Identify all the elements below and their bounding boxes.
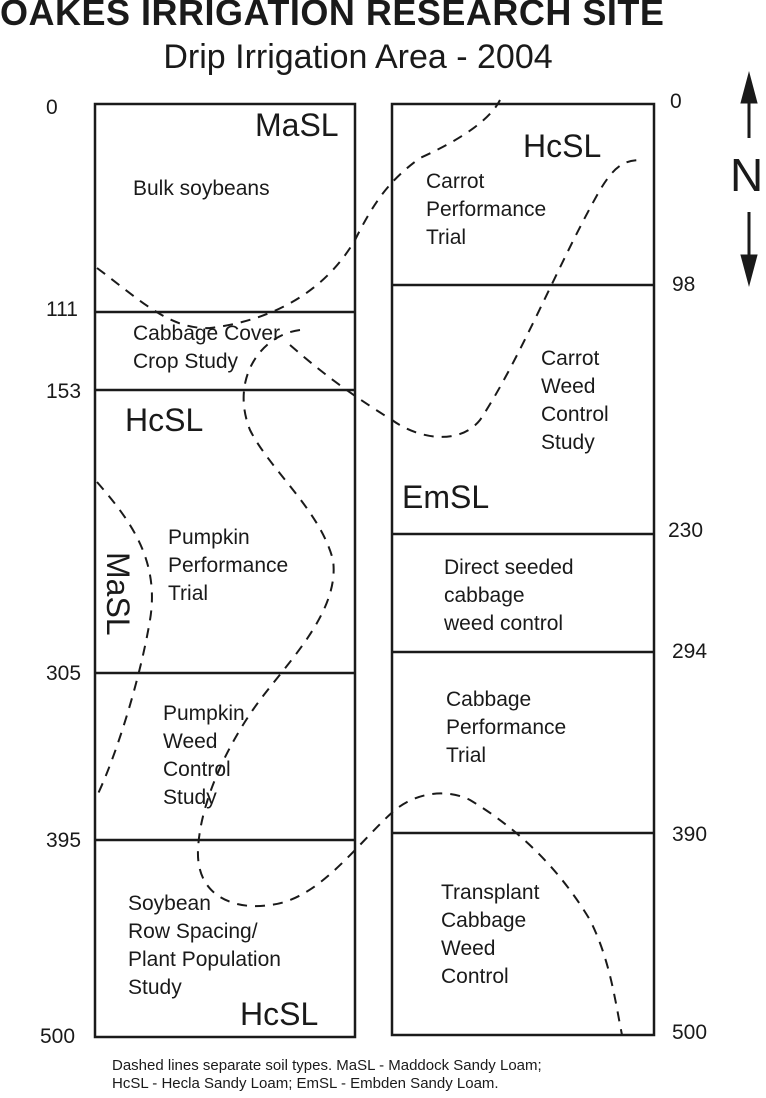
plot-label-line: Control bbox=[163, 758, 231, 781]
plot-label-line: Weed bbox=[163, 730, 218, 753]
north-arrow-icon bbox=[740, 71, 758, 287]
north-label: N bbox=[730, 149, 764, 201]
plot-label-line: Control bbox=[541, 403, 609, 426]
plot-label-line: Direct seeded bbox=[444, 556, 574, 579]
plot-label-line: Performance bbox=[446, 716, 567, 739]
plot-label-line: Cabbage Cover bbox=[133, 322, 281, 345]
page-title: OAKES IRRIGATION RESEARCH SITE bbox=[0, 0, 665, 33]
plot-label-line: cabbage bbox=[444, 584, 525, 607]
plot-label-line: Trial bbox=[168, 582, 209, 605]
right-tick-294: 294 bbox=[672, 640, 708, 663]
right-tick-500: 500 bbox=[672, 1021, 708, 1044]
right-tick-390: 390 bbox=[672, 823, 708, 846]
left-tick-153: 153 bbox=[46, 380, 82, 403]
plot-label-line: Trial bbox=[426, 226, 467, 249]
left-tick-0: 0 bbox=[46, 96, 58, 119]
plot-label-line: Trial bbox=[446, 744, 487, 767]
soil-boundary-central bbox=[196, 329, 623, 1036]
plot-label-line: Control bbox=[441, 965, 509, 988]
plot-label-line: Row Spacing/ bbox=[128, 920, 258, 943]
plot-direct-seeded-cabbage: Direct seeded cabbage weed control bbox=[444, 554, 574, 638]
soil-boundary-upper bbox=[96, 99, 501, 330]
plot-label-line: Carrot bbox=[541, 347, 600, 370]
page-subtitle: Drip Irrigation Area - 2004 bbox=[163, 38, 553, 76]
plot-bulk-soybeans: Bulk soybeans bbox=[133, 175, 270, 203]
left-tick-111: 111 bbox=[46, 298, 78, 321]
right-column-frame bbox=[390, 102, 656, 1037]
plot-label-line: Pumpkin bbox=[163, 702, 245, 725]
soil-boundary-middle-right bbox=[289, 159, 643, 438]
left-column-frame bbox=[93, 102, 357, 1039]
soil-label-hcsl-left: HcSL bbox=[125, 402, 204, 438]
soil-boundary-left-lower bbox=[94, 481, 153, 801]
plot-label-line: Plant Population bbox=[128, 948, 281, 971]
plot-carrot-performance: Carrot Performance Trial bbox=[426, 168, 546, 252]
plot-label-line: Soybean bbox=[128, 892, 211, 915]
plot-label-line: Study bbox=[541, 431, 595, 454]
plot-label-line: Performance bbox=[168, 554, 289, 577]
soil-label-masl-top: MaSL bbox=[255, 107, 339, 143]
plot-pumpkin-weed-control: Pumpkin Weed Control Study bbox=[163, 700, 245, 812]
plot-label-line: Transplant bbox=[441, 881, 540, 904]
plot-label-line: weed control bbox=[444, 612, 564, 635]
plot-label-line: Performance bbox=[426, 198, 547, 221]
left-tick-500: 500 bbox=[40, 1025, 76, 1048]
plot-label-line: Bulk soybeans bbox=[133, 177, 270, 200]
soil-label-hcsl-bottom: HcSL bbox=[240, 996, 319, 1032]
soil-label-hcsl-right: HcSL bbox=[523, 128, 602, 164]
plot-label-line: Crop Study bbox=[133, 350, 239, 373]
plot-transplant-cabbage: Transplant Cabbage Weed Control bbox=[441, 879, 539, 991]
soil-label-emsl: EmSL bbox=[402, 479, 490, 515]
plot-soybean-row-spacing: Soybean Row Spacing/ Plant Population St… bbox=[128, 890, 281, 1002]
plot-label-line: Weed bbox=[541, 375, 596, 398]
plot-carrot-weed-control: Carrot Weed Control Study bbox=[541, 345, 609, 457]
plot-cabbage-cover-crop: Cabbage Cover Crop Study bbox=[133, 320, 280, 376]
plot-label-line: Cabbage bbox=[446, 688, 532, 711]
footnote: Dashed lines separate soil types. MaSL -… bbox=[112, 1057, 542, 1092]
plot-label-line: Weed bbox=[441, 937, 496, 960]
plot-label-line: Study bbox=[128, 976, 182, 999]
right-tick-0: 0 bbox=[670, 90, 682, 113]
right-tick-98: 98 bbox=[672, 273, 696, 296]
soil-boundaries bbox=[94, 99, 643, 1036]
plot-cabbage-performance: Cabbage Performance Trial bbox=[446, 686, 566, 770]
right-tick-230: 230 bbox=[668, 519, 704, 542]
soil-label-masl-vertical: MaSL bbox=[100, 552, 136, 636]
left-tick-305: 305 bbox=[46, 662, 82, 685]
plot-label-line: Cabbage bbox=[441, 909, 527, 932]
plot-label-line: Carrot bbox=[426, 170, 485, 193]
plot-pumpkin-performance: Pumpkin Performance Trial bbox=[168, 524, 288, 608]
plot-label-line: Pumpkin bbox=[168, 526, 250, 549]
left-tick-395: 395 bbox=[46, 829, 82, 852]
plot-label-line: Study bbox=[163, 786, 217, 809]
